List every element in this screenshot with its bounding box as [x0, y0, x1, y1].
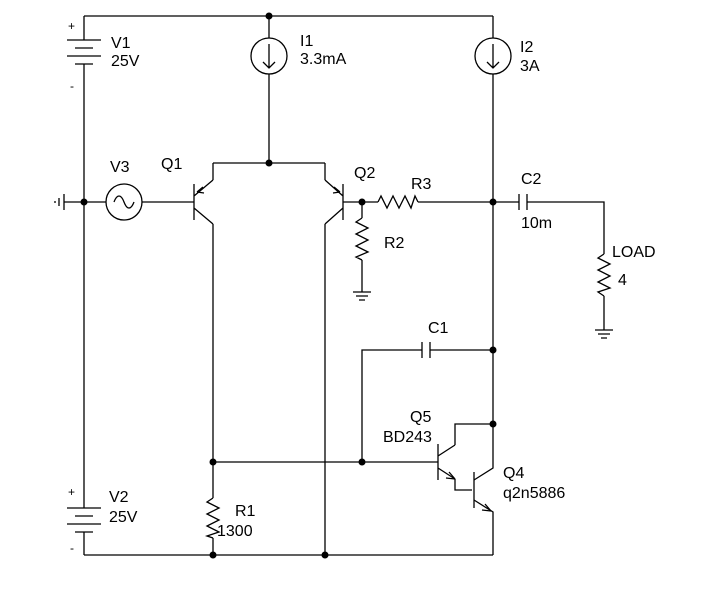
junction [265, 12, 273, 20]
q4-ref: Q4 [503, 465, 524, 482]
junctions [80, 12, 497, 559]
transistor-q5: Q5 BD243 [383, 409, 456, 480]
transistor-q4: Q4 q2n5886 [473, 465, 565, 512]
c1-ref: C1 [428, 320, 449, 337]
junction [265, 159, 273, 167]
junction [489, 346, 497, 354]
resistor-r1: R1 1300 [204, 497, 256, 540]
v3-ref: V3 [110, 159, 130, 176]
v2-minus: - [70, 541, 74, 555]
load-value: 4 [618, 272, 627, 289]
resistor-r2: R2 [354, 217, 405, 261]
current-source-icon [250, 37, 288, 75]
load-ref: LOAD [612, 244, 656, 261]
resistor-icon [596, 253, 612, 297]
npn-transistor-icon [437, 444, 456, 480]
r1-ref: R1 [235, 503, 256, 520]
ac-source-v3: V3 [105, 159, 143, 221]
junction [209, 551, 217, 559]
c2-ref: C2 [521, 171, 542, 188]
q2-ref: Q2 [354, 165, 375, 182]
q4-model: q2n5886 [503, 485, 565, 502]
resistor-icon [204, 497, 221, 539]
junction [489, 198, 497, 206]
resistor-icon [377, 194, 419, 210]
wire-q4-base [454, 479, 472, 491]
battery-plate-icon [67, 507, 101, 533]
ac-source-icon [105, 183, 143, 221]
wire-q4-emitter [473, 499, 494, 555]
ground-r2-icon [353, 291, 371, 301]
battery-v1: + - V1 25V [67, 19, 140, 93]
junction [358, 458, 366, 466]
v2-ref: V2 [109, 489, 129, 506]
ground-left-icon [54, 194, 65, 210]
junction [321, 551, 329, 559]
battery-plate-icon [67, 39, 101, 65]
v2-value: 25V [109, 509, 138, 526]
r3-ref: R3 [411, 176, 432, 193]
pnp-transistor-icon [193, 179, 214, 225]
v1-plus: + [68, 19, 75, 33]
transistor-q2: Q2 [324, 165, 375, 225]
q1-ref: Q1 [161, 156, 182, 173]
transistor-q1: Q1 [161, 156, 214, 225]
capacitor-icon [421, 342, 431, 358]
r2-ref: R2 [384, 235, 405, 252]
v2-plus: + [68, 485, 75, 499]
i1-ref: I1 [300, 33, 313, 50]
capacitor-c2: C2 10m [518, 171, 552, 232]
r1-value: 1300 [217, 523, 253, 540]
v1-value: 25V [111, 53, 140, 70]
i2-ref: I2 [520, 39, 533, 56]
wire-c1 [361, 349, 493, 462]
wire-q4-collector [473, 424, 494, 481]
current-source-i1: I1 3.3mA [250, 33, 347, 75]
junction [358, 198, 366, 206]
wire-c2 [493, 201, 605, 330]
junction [80, 198, 88, 206]
resistor-r3: R3 [377, 176, 432, 210]
capacitor-c1: C1 [421, 320, 449, 358]
junction [209, 458, 217, 466]
i2-value: 3A [520, 58, 540, 75]
c2-value: 10m [521, 215, 552, 232]
resistor-icon [354, 217, 370, 261]
v1-ref: V1 [111, 35, 131, 52]
junction [489, 420, 497, 428]
q5-model: BD243 [383, 429, 432, 446]
resistor-load: LOAD 4 [596, 244, 656, 298]
wire-q5-collector [454, 423, 493, 445]
battery-v2: + - V2 25V [67, 485, 138, 555]
current-source-icon [474, 37, 512, 75]
q5-ref: Q5 [410, 409, 431, 426]
wires [64, 15, 605, 556]
current-source-i2: I2 3A [474, 37, 540, 75]
v1-minus: - [70, 79, 74, 93]
capacitor-icon [518, 194, 528, 210]
i1-value: 3.3mA [300, 51, 347, 68]
pnp-transistor-icon [324, 179, 344, 225]
ground-load-icon [595, 329, 613, 339]
